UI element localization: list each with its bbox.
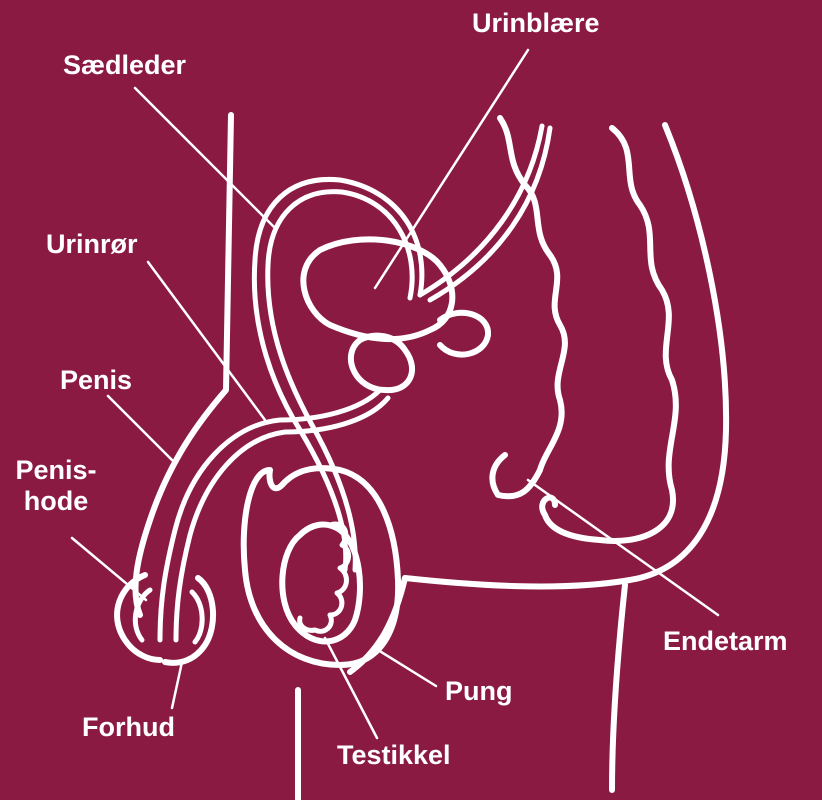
scrotum-outline <box>244 468 398 665</box>
leader-saedleder <box>135 88 275 228</box>
label-penis: Penis <box>60 365 132 396</box>
label-urinror: Urinrør <box>46 229 138 260</box>
epididymis <box>300 524 349 631</box>
label-penishode: Penis- hode <box>6 455 106 517</box>
leader-urinror <box>148 262 265 420</box>
label-testikkel: Testikkel <box>337 740 451 771</box>
vas-deferens <box>254 179 422 570</box>
body-outline-front <box>135 115 231 615</box>
label-penishode-line1: Penis- <box>6 455 106 486</box>
leader-urinblaere <box>375 50 528 288</box>
leg-outline-right <box>612 585 625 790</box>
leader-pung <box>378 650 436 686</box>
label-urinblaere: Urinblære <box>472 8 600 39</box>
label-endetarm: Endetarm <box>663 626 788 657</box>
prostate <box>351 336 412 390</box>
label-pung: Pung <box>445 676 513 707</box>
leader-penis <box>108 396 172 460</box>
glans <box>135 590 202 642</box>
leader-forhud <box>172 662 182 708</box>
label-forhud: Forhud <box>82 712 175 743</box>
foreskin-right <box>165 578 213 663</box>
seminal-vesicle <box>440 313 488 355</box>
label-penishode-line2: hode <box>6 486 106 517</box>
label-saedleder: Sædleder <box>63 50 186 81</box>
